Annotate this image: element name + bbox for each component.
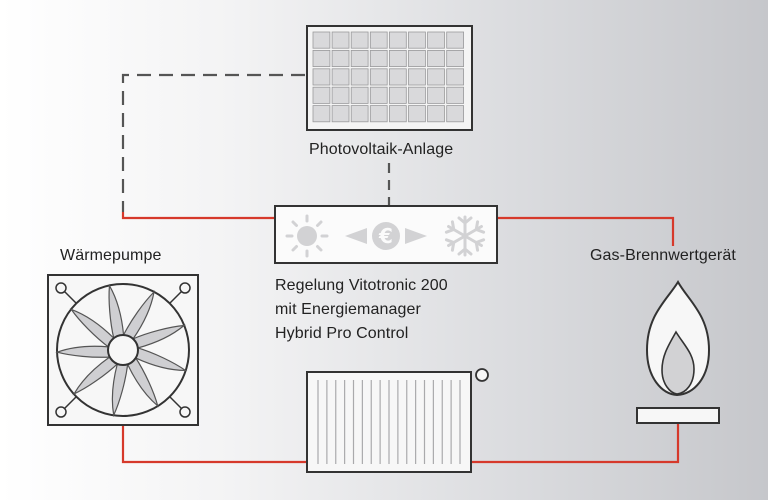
pv-cell	[369, 86, 388, 104]
burner-plate	[636, 407, 720, 424]
photovoltaic-label: Photovoltaik-Anlage	[309, 141, 454, 158]
pv-cell	[312, 105, 331, 123]
fan-blade	[111, 362, 129, 418]
pv-cell	[350, 31, 369, 49]
pv-cell	[427, 86, 445, 104]
pv-cell	[350, 105, 369, 123]
pv-cell	[331, 86, 350, 104]
pv-cell	[369, 105, 388, 123]
pv-cell	[408, 31, 426, 49]
pv-cell	[350, 86, 369, 104]
pv-cell	[369, 68, 388, 86]
pv-cell	[312, 86, 331, 104]
sun-icon	[285, 214, 329, 258]
connection-lines	[121, 212, 680, 464]
pv-cell-grid	[312, 31, 465, 123]
controller-label-line-1: Regelung Vitotronic 200	[275, 277, 448, 294]
arrow-left-icon	[345, 228, 367, 244]
pv-cell	[427, 105, 445, 123]
pv-cell	[427, 31, 445, 49]
pv-cell	[446, 68, 465, 86]
pv-cell	[446, 86, 465, 104]
radiator-icon	[306, 368, 489, 473]
pv-cell	[388, 31, 407, 49]
controller-label: Regelung Vitotronic 200 mit Energiemanag…	[275, 274, 448, 346]
pv-cell	[312, 68, 331, 86]
pv-cell	[331, 50, 350, 68]
pv-cell	[331, 68, 350, 86]
fan-blade	[134, 346, 188, 372]
pv-cell	[408, 68, 426, 86]
pv-cell	[446, 50, 465, 68]
fan-blade	[131, 324, 186, 349]
fan-blades	[55, 283, 188, 418]
gas-boiler-label: Gas-Brennwertgerät	[590, 247, 736, 264]
pv-signal-line-to-heat-pump	[121, 73, 305, 212]
pv-cell	[312, 50, 331, 68]
line-radiator-gasboiler	[471, 424, 680, 464]
pv-cell	[312, 31, 331, 49]
pv-cell	[408, 86, 426, 104]
pv-cell	[408, 105, 426, 123]
snowflake-icon	[444, 215, 486, 257]
line-controller-gasboiler	[497, 216, 675, 246]
pv-cell	[369, 50, 388, 68]
heat-pump-icon	[47, 274, 199, 426]
controller-label-line-2: mit Energiemanager	[275, 301, 421, 318]
pv-cell	[408, 50, 426, 68]
pv-cell	[446, 31, 465, 49]
pv-cell	[369, 31, 388, 49]
pv-cell	[427, 50, 445, 68]
fan-blade	[126, 356, 159, 408]
controller-label-line-3: Hybrid Pro Control	[275, 325, 409, 342]
fan-blade	[108, 283, 125, 341]
pv-cell	[350, 68, 369, 86]
euro-icon: €	[378, 224, 393, 248]
fan-blade	[122, 290, 155, 340]
pv-cell	[350, 50, 369, 68]
fan-blade	[69, 308, 115, 349]
radiator-valve	[475, 368, 489, 382]
pv-cell	[388, 68, 407, 86]
arrow-right-icon	[405, 228, 427, 244]
pv-cell	[388, 105, 407, 123]
fan-blade	[55, 345, 112, 358]
line-heatpump-controller	[121, 212, 275, 220]
pv-cell	[427, 68, 445, 86]
euro-coin-icon	[372, 222, 400, 250]
photovoltaic-panel-icon	[306, 25, 473, 131]
controller-box: €	[274, 205, 498, 264]
pv-cell	[388, 50, 407, 68]
pv-cell	[388, 86, 407, 104]
fan-blade	[72, 356, 120, 396]
heat-pump-label: Wärmepumpe	[60, 247, 162, 264]
pv-cell	[331, 31, 350, 49]
gas-flame-icon	[636, 280, 720, 424]
pv-cell	[446, 105, 465, 123]
pv-cell	[331, 105, 350, 123]
line-heatpump-radiator	[121, 426, 307, 464]
